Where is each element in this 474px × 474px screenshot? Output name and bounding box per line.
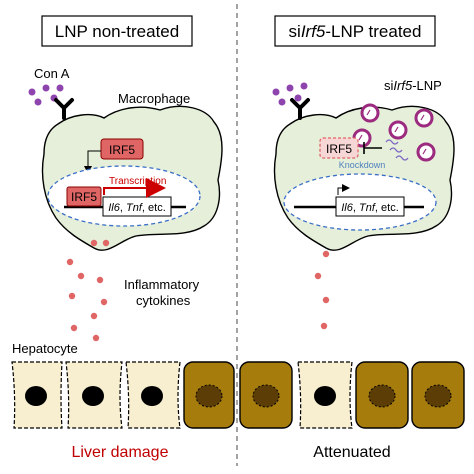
nucleus-damaged-4 — [424, 384, 452, 408]
outcome-right: Attenuated — [313, 444, 390, 461]
left-title: LNP non-treated — [55, 22, 179, 41]
irf5-knocked-label: IRF5 — [326, 142, 352, 156]
translocation-arrow — [84, 150, 101, 174]
irf5-cytoplasm-label: IRF5 — [109, 143, 135, 157]
genes-label-left: Il6, Tnf, etc. — [108, 202, 166, 214]
con-a-molecules-right — [272, 82, 308, 106]
irf5-knocked-box — [319, 137, 359, 159]
hepatocyte-label: Hepatocyte — [12, 341, 78, 356]
irf5-cytoplasm-box — [100, 138, 144, 160]
macrophage-label: Macrophage — [118, 91, 190, 106]
nucleus-healthy-1 — [25, 386, 47, 406]
irf5-promoter-label: IRF5 — [71, 190, 97, 204]
cytokines-label-2: cytokines — [136, 293, 191, 308]
nucleus-damaged-2 — [252, 384, 280, 408]
nucleus-healthy-4 — [314, 386, 336, 406]
receptor-right-icon — [290, 98, 310, 120]
weak-transcription-arrow — [337, 184, 350, 195]
genes-label-right: Il6, Tnf, etc. — [341, 202, 399, 214]
irf5-promoter-box — [66, 186, 102, 207]
nucleus-healthy-3 — [141, 386, 163, 406]
right-title-box — [274, 15, 436, 47]
nucleus-damaged-1 — [195, 384, 223, 408]
transcription-arrow — [103, 178, 166, 198]
right-title: siIrf5-LNP treated — [289, 22, 422, 41]
left-title-box — [41, 15, 193, 47]
lnp-label: siIrf5-LNP — [384, 78, 442, 93]
cytokine-dots-left — [66, 239, 110, 342]
transcription-label: Transcription — [109, 176, 166, 187]
nucleus-damaged-3 — [368, 384, 396, 408]
nucleus-healthy-2 — [82, 386, 104, 406]
outcome-left: Liver damage — [72, 444, 169, 461]
inhibition-bar — [363, 142, 382, 154]
knockdown-label: Knockdown — [339, 160, 386, 170]
con-a-label: Con A — [34, 66, 70, 81]
hepatocyte-row — [11, 361, 465, 429]
genes-box-right — [335, 196, 405, 217]
receptor-left-icon — [54, 98, 74, 120]
sirna-strands — [385, 139, 409, 161]
genes-box-left — [102, 196, 172, 217]
cytokine-dots-right — [314, 250, 330, 330]
cytokines-label-1: Inflammatory — [124, 277, 200, 292]
